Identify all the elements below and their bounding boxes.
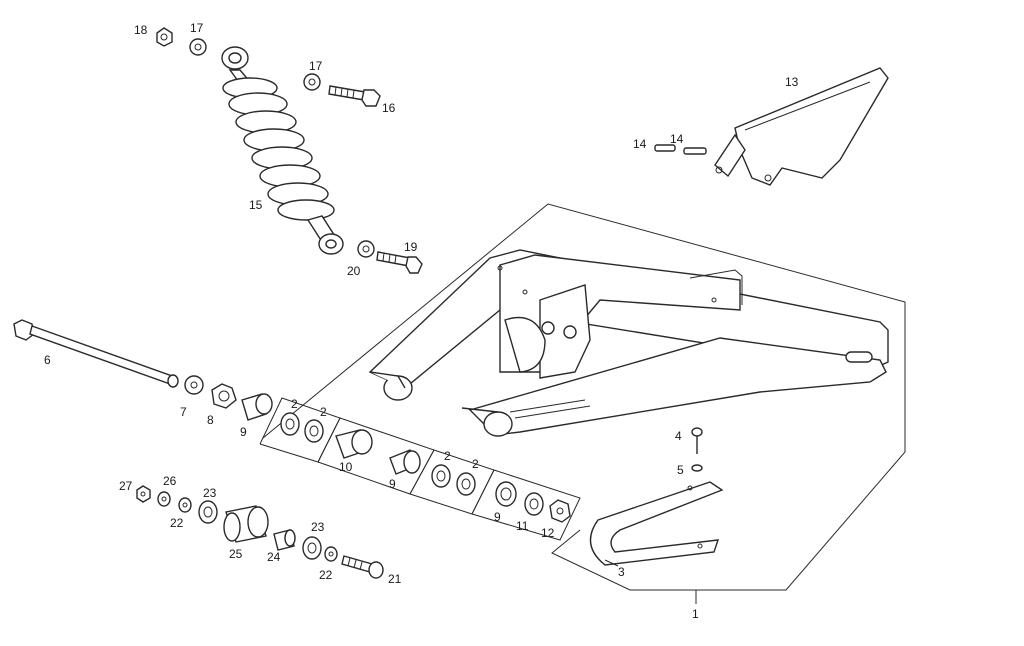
part-label-21: 21	[388, 572, 402, 586]
washer-5	[691, 464, 703, 472]
part-label-16: 16	[382, 101, 396, 115]
bushing-24	[273, 529, 296, 551]
part-label-25: 25	[229, 547, 243, 561]
bearing-2d	[456, 472, 476, 496]
part-label-2a: 2	[291, 397, 298, 411]
part-label-1: 1	[692, 607, 699, 621]
spacer-9-left	[241, 393, 273, 421]
part-label-15: 15	[249, 198, 263, 212]
chain-slider-bracket	[589, 481, 724, 566]
part-label-9a: 9	[240, 425, 247, 439]
part-label-6: 6	[44, 353, 51, 367]
part-label-7: 7	[180, 405, 187, 419]
screw-4	[691, 427, 703, 454]
bearing-2a	[280, 412, 300, 436]
bearing-23-bottom	[302, 536, 322, 560]
part-label-12: 12	[541, 526, 555, 540]
part-label-22a: 22	[170, 516, 184, 530]
pivot-shaft	[13, 319, 179, 388]
spacer-25	[223, 505, 269, 543]
spacer-box-right	[471, 469, 581, 541]
part-label-3: 3	[618, 565, 625, 579]
leader-3	[604, 559, 619, 567]
washer-17-bolt	[303, 73, 321, 91]
part-label-20: 20	[347, 264, 361, 278]
spacer-10	[335, 429, 373, 459]
part-label-5: 5	[677, 463, 684, 477]
part-label-2c: 2	[444, 449, 451, 463]
bolt-21	[341, 555, 384, 579]
bearing-2c	[431, 464, 451, 488]
spacer-9-mid	[389, 449, 421, 475]
washer-17-top	[189, 38, 207, 56]
part-label-10: 10	[339, 460, 353, 474]
part-label-18: 18	[134, 23, 148, 37]
nut-12	[549, 499, 571, 523]
part-label-23a: 23	[203, 486, 217, 500]
washer-26	[157, 491, 171, 507]
part-label-9b: 9	[389, 477, 396, 491]
part-label-23b: 23	[311, 520, 325, 534]
part-label-17b: 17	[309, 59, 323, 73]
part-label-26: 26	[163, 474, 177, 488]
spacer-9-right	[495, 481, 517, 507]
part-label-27: 27	[119, 479, 133, 493]
part-label-14b: 14	[670, 132, 684, 146]
bolt-19	[376, 251, 423, 274]
bushing-8	[211, 383, 237, 409]
washer-20	[357, 240, 375, 258]
washer-11	[524, 492, 544, 516]
chain-guard	[714, 67, 889, 186]
part-label-2d: 2	[472, 457, 479, 471]
bearing-23-top	[198, 500, 218, 524]
part-label-2b: 2	[320, 405, 327, 419]
part-label-24: 24	[267, 550, 281, 564]
chain-guard-screws-14	[654, 144, 707, 155]
part-label-8: 8	[207, 413, 214, 427]
shock-absorber	[221, 46, 344, 255]
swingarm	[368, 249, 889, 437]
part-label-22b: 22	[319, 568, 333, 582]
part-labels: 18 17 17 16 15 19 20 13 14 14 6 7 8 9 2 …	[44, 21, 799, 621]
washer-22-top	[178, 497, 192, 513]
part-label-9c: 9	[494, 510, 501, 524]
part-label-14a: 14	[633, 137, 647, 151]
bearing-2b	[304, 419, 324, 443]
washer-7	[184, 375, 204, 395]
washer-22-bottom	[324, 546, 338, 562]
part-label-17a: 17	[190, 21, 204, 35]
part-label-19: 19	[404, 240, 418, 254]
part-label-11: 11	[516, 519, 529, 533]
bolt-16	[328, 85, 381, 107]
bearing-box-right	[409, 449, 495, 515]
assembly-outline	[262, 203, 906, 591]
nut-27	[136, 485, 151, 503]
nut-18	[156, 27, 173, 47]
part-label-4: 4	[675, 429, 682, 443]
part-label-13: 13	[785, 75, 799, 89]
